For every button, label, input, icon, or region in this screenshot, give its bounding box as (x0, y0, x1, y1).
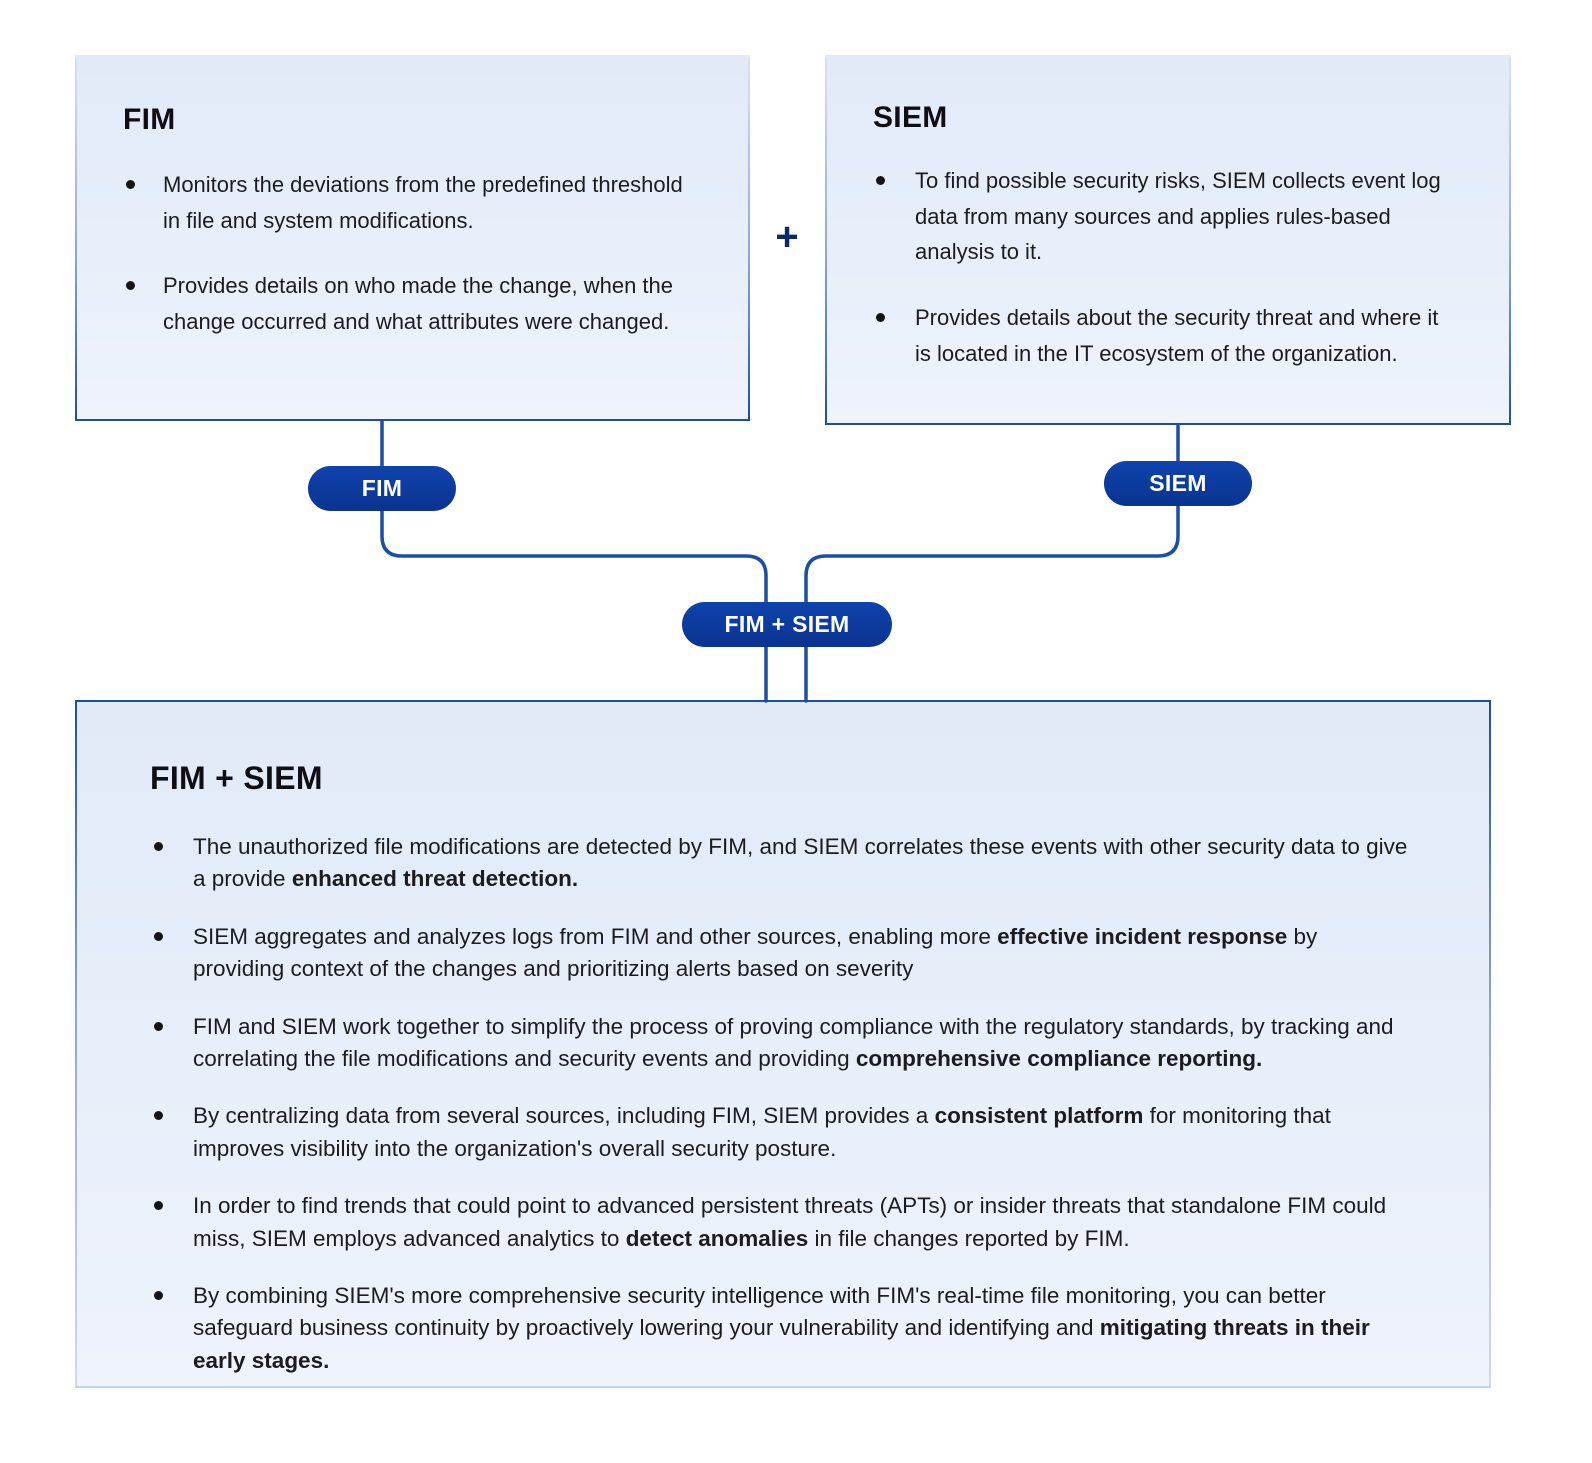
bullet-text-bold: comprehensive compliance reporting. (855, 1045, 1263, 1071)
siem-bullet-list: To find possible security risks, SIEM co… (873, 163, 1459, 371)
bullet-text: By centralizing data from several source… (193, 1103, 935, 1129)
bullet-text: by providing context of the changes and … (193, 923, 1318, 982)
bullet-item: The unauthorized file modifications are … (150, 831, 1410, 896)
plus-sign: + (775, 215, 799, 259)
bullet-text: Provides details about the security thre… (915, 304, 1439, 366)
bullet-text-bold: consistent platform (934, 1103, 1144, 1129)
bullet-text: SIEM aggregates and analyzes logs from F… (193, 923, 998, 949)
fim-plus-siem-panel: FIM + SIEM The unauthorized file modific… (75, 700, 1491, 1388)
bullet-item: To find possible security risks, SIEM co… (873, 163, 1459, 270)
fim-pill-to-center-line (380, 509, 768, 604)
bullet-item: In order to find trends that could point… (150, 1190, 1410, 1255)
siem-pill-to-center-line (804, 504, 1180, 604)
bullet-text: in file changes reported by FIM. (808, 1225, 1130, 1251)
siem-pill-badge: SIEM (1104, 461, 1252, 506)
fim-plus-siem-panel-title: FIM + SIEM (150, 760, 323, 796)
bullet-text: The unauthorized file modifications are … (193, 834, 1408, 892)
bullet-text: for monitoring that improves visibility … (193, 1103, 1331, 1161)
bullet-text-bold: mitigating threats in their early stages… (193, 1315, 1370, 1373)
fim-panel-title: FIM (123, 103, 176, 136)
bullet-text: To find possible security risks, SIEM co… (915, 168, 1441, 265)
siem-panel-title: SIEM (873, 101, 948, 134)
bullet-text: Provides details on who made the change,… (163, 273, 673, 334)
bullet-text: In order to find trends that could point… (193, 1193, 1387, 1251)
fim-bullet-list: Monitors the deviations from the predefi… (123, 167, 700, 340)
bullet-text: By combining SIEM's more comprehensive s… (193, 1282, 1326, 1341)
bullet-item: Monitors the deviations from the predefi… (123, 167, 700, 238)
bullet-item: By combining SIEM's more comprehensive s… (150, 1280, 1410, 1377)
fim-panel: FIM Monitors the deviations from the pre… (75, 55, 750, 421)
bullet-item: Provides details about the security thre… (873, 300, 1459, 371)
bullet-text: Monitors the deviations from the predefi… (163, 172, 683, 233)
bullet-text-bold: effective incident response (997, 923, 1288, 949)
bullet-item: By centralizing data from several source… (150, 1100, 1410, 1165)
bullet-item: Provides details on who made the change,… (123, 268, 700, 339)
fim-plus-siem-pill-badge: FIM + SIEM (682, 602, 892, 647)
bullet-text-bold: enhanced threat detection. (291, 866, 579, 892)
fim-plus-siem-bullet-list: The unauthorized file modifications are … (150, 831, 1419, 1377)
bullet-item: FIM and SIEM work together to simplify t… (150, 1011, 1410, 1076)
siem-panel: SIEM To find possible security risks, SI… (825, 55, 1511, 425)
bullet-text: FIM and SIEM work together to simplify t… (193, 1013, 1394, 1071)
bullet-item: SIEM aggregates and analyzes logs from F… (150, 921, 1410, 986)
bullet-text-bold: detect anomalies (625, 1225, 809, 1251)
fim-pill-badge: FIM (308, 466, 456, 511)
